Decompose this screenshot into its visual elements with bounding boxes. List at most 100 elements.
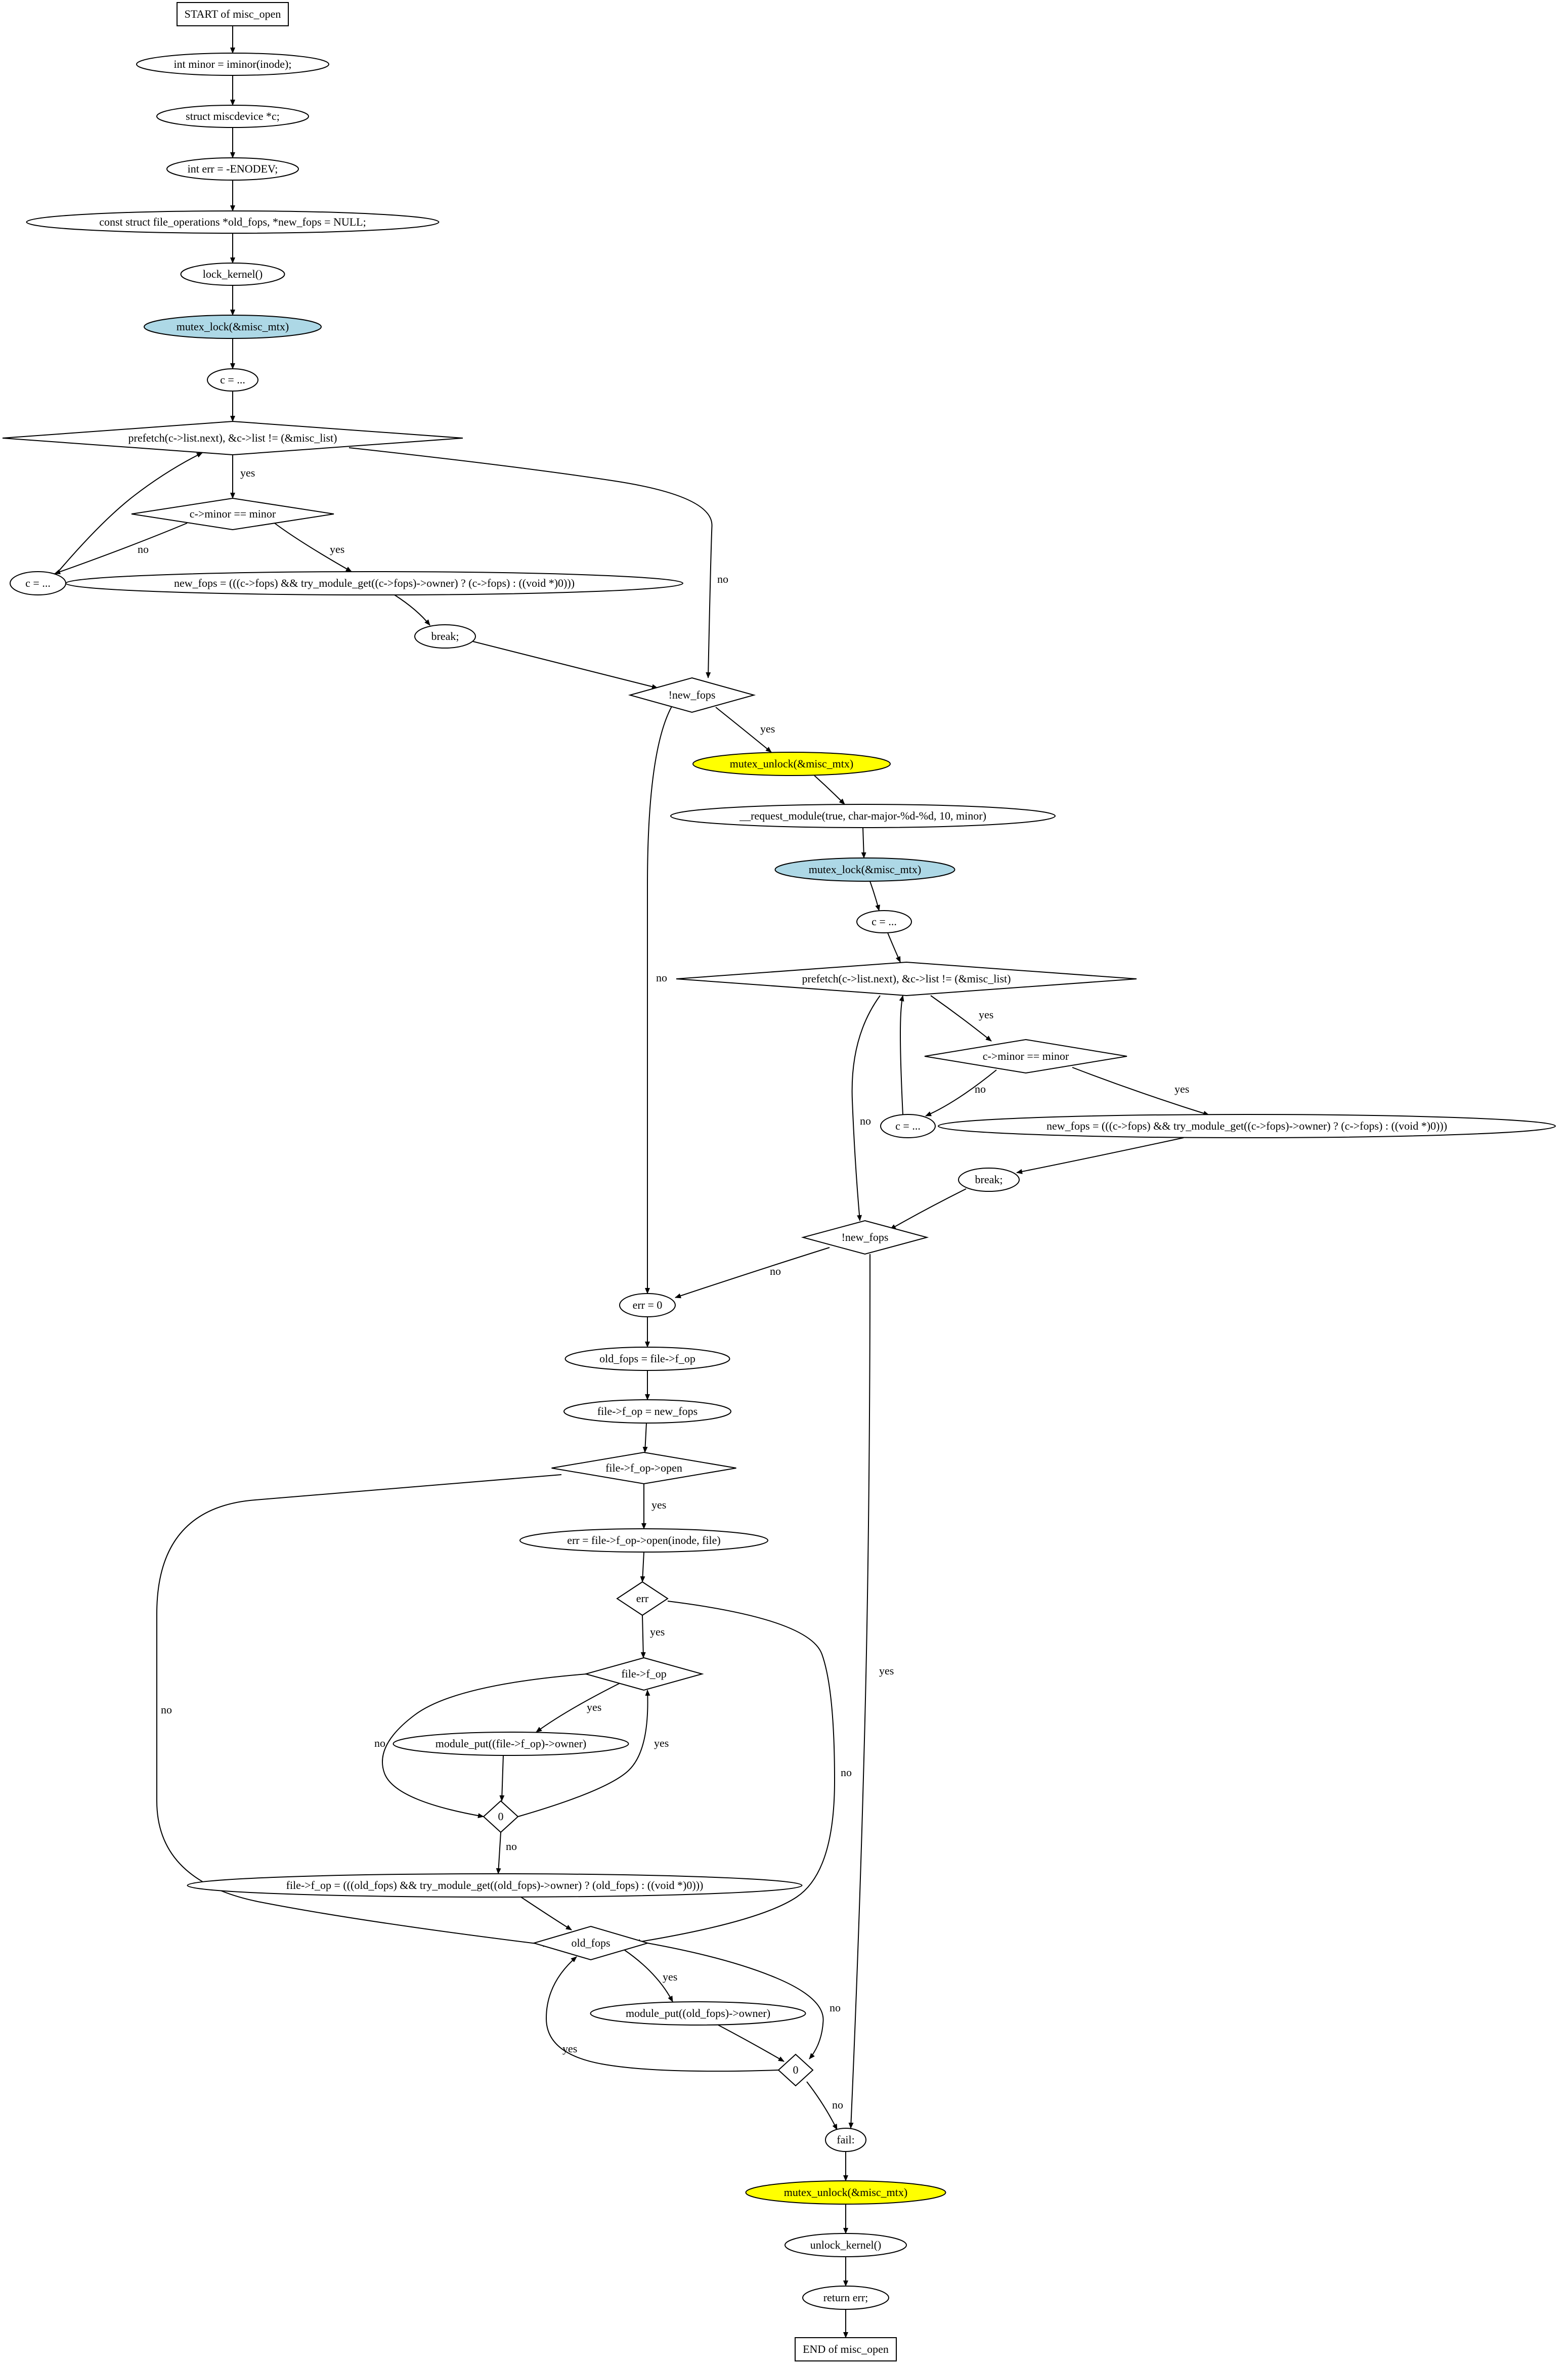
statement-node-n_err_open: err = file->f_op->open(inode, file) [519, 1528, 768, 1553]
edge-d_notnew2-to-n_fail [848, 1254, 870, 2129]
node-shape [856, 910, 912, 933]
statement-node-n_c1b: c = ... [10, 571, 66, 595]
node-label: c->minor == minor [190, 507, 276, 520]
edge-n_mutex_lock2-to-n_c2 [869, 881, 880, 911]
edge-label-yes: yes [330, 543, 344, 555]
edge-label-yes: yes [562, 2042, 577, 2055]
node-label: END of misc_open [803, 2343, 889, 2355]
node-shape [180, 263, 285, 286]
node-label: struct miscdevice *c; [186, 110, 280, 122]
edge-label-no: no [841, 1766, 852, 1779]
node-shape [65, 571, 683, 595]
node-label: lock_kernel() [203, 268, 263, 280]
edge-n_break1-to-d_notnew1 [472, 641, 658, 690]
node-shape [616, 1581, 669, 1616]
edge-d_oldfops-to-d_zero2 [647, 1943, 824, 2059]
node-shape [774, 857, 955, 882]
edge-label-yes: yes [651, 1498, 666, 1511]
edge-label-yes: yes [1174, 1083, 1189, 1095]
edge-d_fileop-to-d_zero1 [382, 1673, 587, 1819]
node-label: !new_fops [842, 1231, 889, 1243]
node-shape [745, 2180, 946, 2205]
node-shape [670, 804, 1056, 828]
statement-node-n_unlock_kernel: unlock_kernel() [785, 2233, 907, 2257]
edge-d_notnew1-to-n_err0 [645, 704, 673, 1294]
node-label: const struct file_operations *old_fops, … [99, 216, 366, 228]
node-shape [692, 752, 891, 776]
node-label: __request_module(true, char-major-%d-%d,… [739, 809, 986, 822]
edge-label-no: no [975, 1083, 986, 1095]
statement-node-n_mutex_lock2: mutex_lock(&misc_mtx) [774, 857, 955, 882]
statement-node-n_c2: c = ... [856, 910, 912, 933]
decision-node-d_minor2: c->minor == minor [924, 1039, 1127, 1074]
node-label: c = ... [25, 577, 51, 589]
statement-node-n_c1: c = ... [207, 368, 258, 392]
edge-d_zero1-to-d_fileop [517, 1690, 650, 1817]
node-shape [802, 2286, 889, 2310]
edge-n_c1b-to-d_prefetch1 [55, 452, 203, 575]
edge-d_minor1-to-n_newfops1 [273, 522, 352, 572]
edge-label-no: no [161, 1703, 172, 1716]
statement-node-n_fops: const struct file_operations *old_fops, … [26, 210, 440, 234]
statement-node-n_modput1: module_put((file->f_op)->owner) [393, 1732, 629, 1756]
edge-d_minor1-to-n_c1b [54, 523, 188, 575]
statement-node-n_newfops2: new_fops = (((c->fops) && try_module_get… [938, 1114, 1556, 1138]
edge-n_newfops2-to-n_break2 [1016, 1137, 1184, 1174]
statement-node-n_newfops1: new_fops = (((c->fops) && try_module_get… [65, 571, 683, 595]
node-shape [532, 1925, 650, 1961]
node-label: return err; [823, 2291, 868, 2304]
node-label: module_put((file->f_op)->owner) [435, 1737, 587, 1750]
node-shape [187, 1873, 803, 1898]
node-label: c = ... [220, 373, 245, 386]
node-label: START of misc_open [185, 8, 281, 20]
node-label: prefetch(c->list.next), &c->list != (&mi… [802, 972, 1011, 985]
edge-n_modput2-to-d_zero2 [718, 2025, 785, 2062]
node-label: 0 [498, 1810, 504, 1823]
node-shape [519, 1528, 768, 1553]
node-label: new_fops = (((c->fops) && try_module_get… [1047, 1120, 1447, 1132]
decision-node-d_zero2: 0 [777, 2053, 814, 2087]
edge-d_minor2-to-n_newfops2 [1072, 1067, 1209, 1116]
statement-node-n_minor: int minor = iminor(inode); [136, 53, 329, 76]
edge-n_c2b-to-d_prefetch2 [899, 995, 904, 1115]
statement-node-n_err_init: int err = -ENODEV; [166, 157, 299, 181]
edge-n_c2-to-d_prefetch2 [887, 932, 901, 963]
edge-d_zero1-to-n_fop_old [496, 1832, 501, 1874]
decision-node-d_minor1: c->minor == minor [131, 497, 334, 531]
edge-d_fop_open-to-d_oldfops [156, 1474, 562, 1947]
node-shape [551, 1451, 736, 1485]
edge-d_notnew2-to-n_err0 [675, 1247, 830, 1299]
node-shape [958, 1168, 1020, 1192]
node-shape [564, 1347, 730, 1371]
edge-d_zero2-to-d_oldfops [545, 1956, 779, 2072]
edge-d_prefetch1-to-d_notnew1 [349, 447, 713, 678]
node-label: old_fops = file->f_op [599, 1352, 695, 1365]
edge-label-no: no [770, 1265, 781, 1277]
edge-label-yes: yes [979, 1008, 993, 1021]
edge-n_request-to-n_mutex_lock2 [861, 827, 866, 858]
node-shape [590, 2001, 806, 2026]
decision-node-d_prefetch1: prefetch(c->list.next), &c->list != (&mi… [2, 420, 463, 456]
node-shape [156, 105, 309, 128]
node-label: new_fops = (((c->fops) && try_module_get… [174, 577, 575, 589]
decision-node-d_oldfops: old_fops [532, 1925, 650, 1961]
edge-n_modput1-to-d_zero1 [499, 1755, 505, 1801]
node-shape [136, 53, 329, 76]
node-shape [166, 157, 299, 181]
edge-label-no: no [374, 1737, 385, 1749]
node-shape [938, 1114, 1556, 1138]
statement-node-n_err0: err = 0 [619, 1293, 676, 1317]
edge-n_err_open-to-d_err [640, 1552, 645, 1582]
decision-node-d_fop_open: file->f_op->open [551, 1451, 736, 1485]
node-label: mutex_lock(&misc_mtx) [809, 863, 921, 876]
node-shape [207, 368, 258, 392]
edge-d_oldfops-to-n_modput2 [624, 1950, 673, 2002]
node-label: err [636, 1592, 649, 1605]
node-shape [393, 1732, 629, 1756]
node-label: c = ... [895, 1120, 921, 1132]
node-label: break; [431, 630, 459, 642]
edge-n_fop_old-to-d_oldfops [520, 1897, 572, 1930]
node-label: fail: [837, 2133, 854, 2146]
